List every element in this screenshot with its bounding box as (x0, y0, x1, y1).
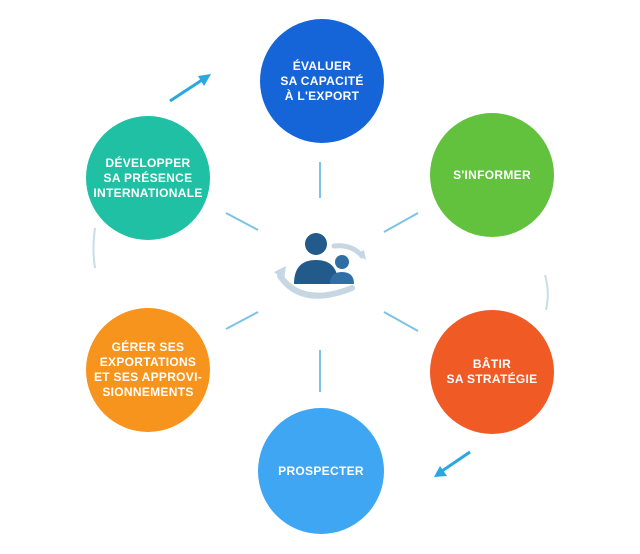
people-cycle-icon (274, 233, 366, 299)
node-developper[interactable]: DÉVELOPPER SA PRÉSENCE INTERNATIONALE (86, 116, 210, 240)
spoke-upper-right (383, 212, 419, 233)
spoke-lower-left (225, 311, 259, 330)
node-prospecter-label: PROSPECTER (278, 463, 364, 478)
node-informer-label: S'INFORMER (453, 167, 531, 182)
node-evaluer[interactable]: ÉVALUER SA CAPACITÉ À L'EXPORT (260, 19, 384, 143)
node-batir-label: BÂTIR SA STRATÉGIE (446, 357, 538, 386)
arc-left (92, 227, 96, 269)
spoke-lower-right (383, 311, 419, 332)
node-informer[interactable]: S'INFORMER (430, 113, 554, 237)
arc-right (544, 274, 549, 311)
node-developper-label: DÉVELOPPER SA PRÉSENCE INTERNATIONALE (93, 155, 203, 200)
node-batir[interactable]: BÂTIR SA STRATÉGIE (430, 310, 554, 434)
node-gerer-label: GÉRER SES EXPORTATIONS ET SES APPROVI- S… (93, 340, 203, 399)
spoke-upper-left (225, 212, 259, 231)
node-evaluer-label: ÉVALUER SA CAPACITÉ À L'EXPORT (280, 58, 364, 103)
node-gerer[interactable]: GÉRER SES EXPORTATIONS ET SES APPROVI- S… (86, 308, 210, 432)
node-prospecter[interactable]: PROSPECTER (258, 408, 384, 534)
flow-arrow-bottom-right (434, 450, 471, 477)
flow-arrow-top-left (169, 74, 211, 103)
